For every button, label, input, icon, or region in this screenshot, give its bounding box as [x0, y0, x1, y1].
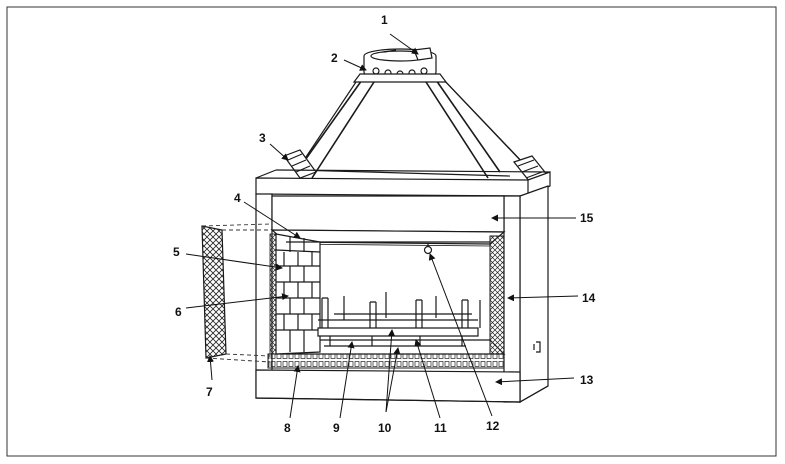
callout-3: 3	[259, 131, 266, 145]
fireplace-body	[255, 169, 551, 404]
callout-9: 9	[333, 421, 340, 435]
callout-5: 5	[173, 245, 180, 259]
callout-12: 12	[486, 419, 500, 433]
callout-13: 13	[580, 373, 594, 387]
left-bracket	[283, 149, 317, 179]
callout-2: 2	[331, 51, 338, 65]
callout-14: 14	[582, 291, 596, 305]
callout-8: 8	[284, 421, 291, 435]
hood-frame	[295, 73, 529, 179]
callout-7: 7	[206, 385, 213, 399]
callout-1: 1	[381, 13, 388, 27]
callout-15: 15	[580, 211, 594, 225]
callout-11: 11	[434, 421, 447, 435]
callout-labels: 1 2 3 4 5 6 7 8 9 10 11 12 13 14 15	[173, 13, 596, 435]
callout-10: 10	[378, 421, 392, 435]
left-firebrick-panel	[275, 233, 321, 355]
callout-6: 6	[175, 305, 182, 319]
firebox	[269, 233, 506, 355]
leader-lines	[185, 33, 579, 419]
log-grate	[317, 292, 481, 347]
callout-4: 4	[234, 191, 241, 205]
frame-border	[6, 6, 777, 457]
